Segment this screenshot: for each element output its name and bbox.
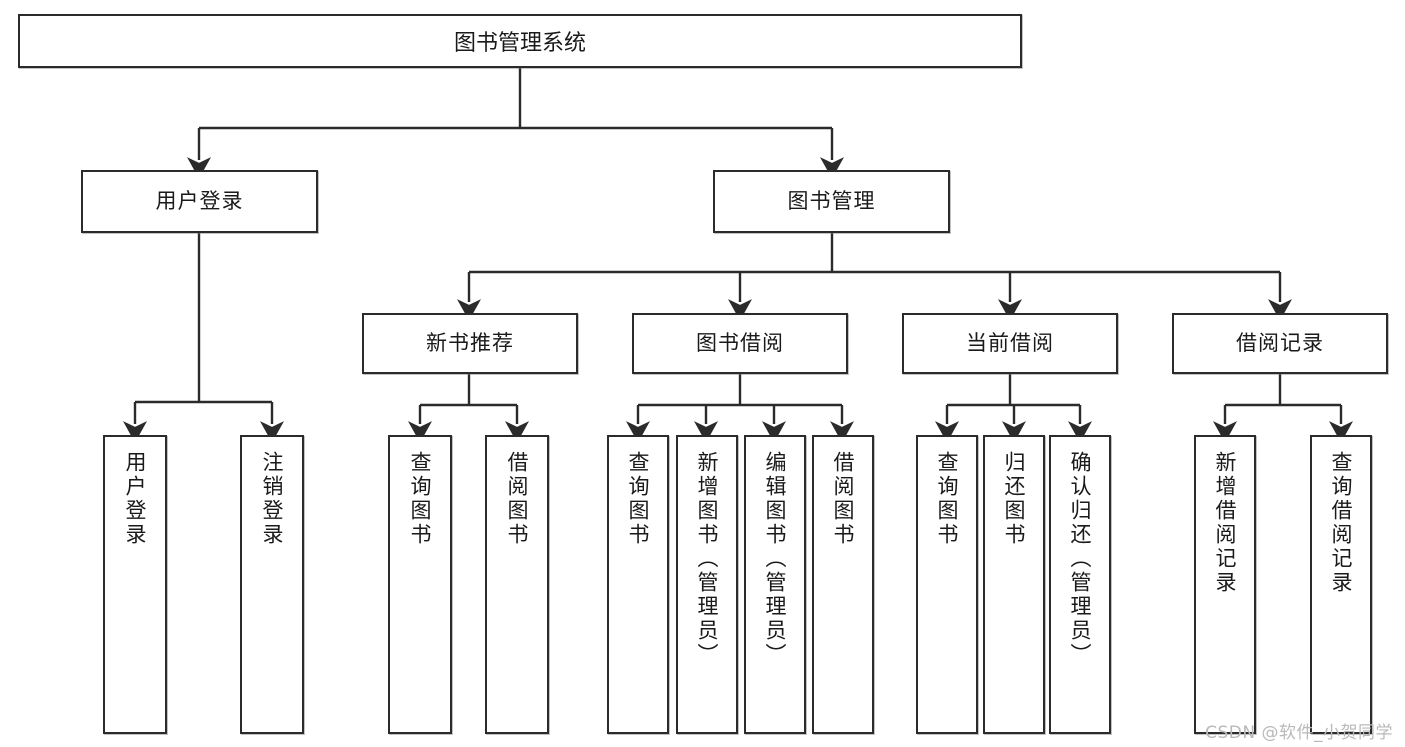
- node-label: 查询借阅记录: [1329, 451, 1354, 595]
- watermark: CSDN @软件_小贺同学: [1205, 723, 1393, 743]
- node-label: 借阅图书: [505, 451, 530, 547]
- node-label: 注销登录: [260, 451, 285, 547]
- node-label: 借阅记录: [1236, 330, 1324, 355]
- node-label: 查询图书: [408, 451, 433, 547]
- leaf-user-login-login[interactable]: 用户登录: [103, 435, 167, 734]
- leaf-current-confirm-return-admin[interactable]: 确认归还（管理员）: [1049, 435, 1111, 734]
- node-label: 归还图书: [1002, 451, 1027, 547]
- leaf-borrow-edit-book-admin[interactable]: 编辑图书（管理员）: [744, 435, 806, 734]
- node-label: 确认归还（管理员）: [1068, 451, 1093, 667]
- node-label: 图书管理: [787, 188, 876, 213]
- node-label: 新增借阅记录: [1213, 451, 1238, 595]
- leaf-borrow-query-book[interactable]: 查询图书: [607, 435, 669, 734]
- node-book-borrow[interactable]: 图书借阅: [632, 313, 848, 374]
- node-label: 新增图书（管理员）: [695, 451, 720, 667]
- node-borrow-record[interactable]: 借阅记录: [1172, 313, 1388, 374]
- node-user-login[interactable]: 用户登录: [81, 170, 318, 233]
- node-label: 图书借阅: [696, 330, 784, 355]
- node-label: 新书推荐: [426, 330, 514, 355]
- leaf-borrow-borrow-book[interactable]: 借阅图书: [812, 435, 874, 734]
- node-label: 借阅图书: [831, 451, 856, 547]
- leaf-current-query-book[interactable]: 查询图书: [916, 435, 978, 734]
- node-label: 用户登录: [155, 188, 244, 213]
- leaf-recommend-query-book[interactable]: 查询图书: [388, 435, 452, 734]
- node-new-book-recommend[interactable]: 新书推荐: [362, 313, 578, 374]
- node-label: 查询图书: [935, 451, 960, 547]
- node-label: 当前借阅: [966, 330, 1054, 355]
- leaf-borrow-add-book-admin[interactable]: 新增图书（管理员）: [676, 435, 738, 734]
- leaf-current-return-book[interactable]: 归还图书: [983, 435, 1045, 734]
- node-root-system[interactable]: 图书管理系统: [18, 14, 1022, 68]
- node-label: 用户登录: [123, 451, 148, 547]
- leaf-recommend-borrow-book[interactable]: 借阅图书: [485, 435, 549, 734]
- node-current-borrow[interactable]: 当前借阅: [902, 313, 1118, 374]
- node-book-management[interactable]: 图书管理: [713, 170, 950, 233]
- node-label: 图书管理系统: [453, 31, 586, 56]
- node-label: 查询图书: [626, 451, 651, 547]
- leaf-record-query-record[interactable]: 查询借阅记录: [1310, 435, 1372, 734]
- leaf-record-add-record[interactable]: 新增借阅记录: [1194, 435, 1256, 734]
- node-label: 编辑图书（管理员）: [763, 451, 788, 667]
- leaf-user-login-logout[interactable]: 注销登录: [240, 435, 304, 734]
